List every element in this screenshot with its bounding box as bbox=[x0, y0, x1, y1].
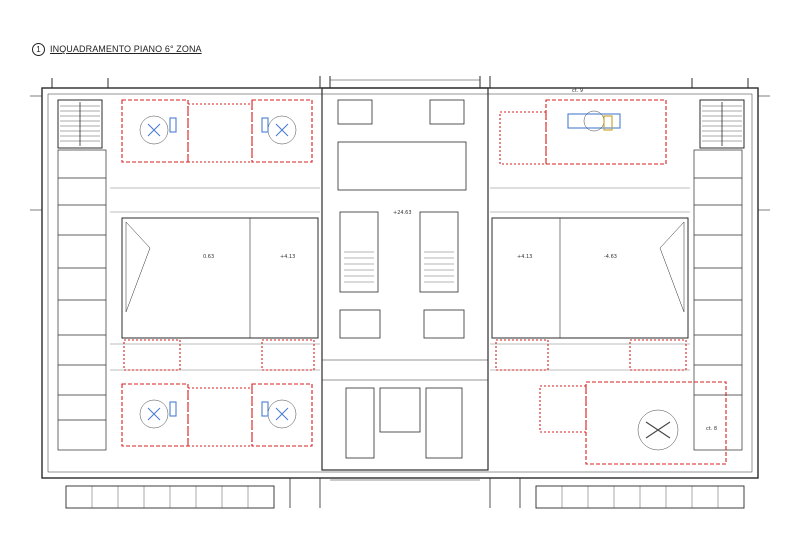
or-label-top-right: ct. 9 bbox=[572, 88, 583, 94]
top-facade-notches bbox=[51, 76, 749, 88]
level-court-tr-b: -4.63 bbox=[604, 254, 617, 260]
drawing-title-text: INQUADRAMENTO PIANO 6° ZONA bbox=[50, 44, 202, 54]
stair-left bbox=[57, 99, 103, 149]
level-court-tl-b: +4.13 bbox=[280, 254, 295, 260]
or-label-bottom-right: ct. 8 bbox=[706, 426, 717, 432]
side-rooms bbox=[57, 149, 743, 451]
level-court-tl-a: 0.63 bbox=[203, 254, 214, 260]
level-core-center: +24.63 bbox=[393, 210, 412, 216]
or-equipment bbox=[139, 110, 679, 451]
operating-suites bbox=[121, 99, 727, 465]
drawing-number-badge: 1 bbox=[32, 42, 45, 56]
stair-right bbox=[699, 99, 745, 149]
level-court-tr-a: +4.13 bbox=[517, 254, 532, 260]
drawing-title: 1 INQUADRAMENTO PIANO 6° ZONA bbox=[32, 42, 202, 56]
bottom-facade bbox=[65, 478, 745, 509]
central-core bbox=[321, 87, 489, 471]
courtyards bbox=[121, 217, 689, 339]
